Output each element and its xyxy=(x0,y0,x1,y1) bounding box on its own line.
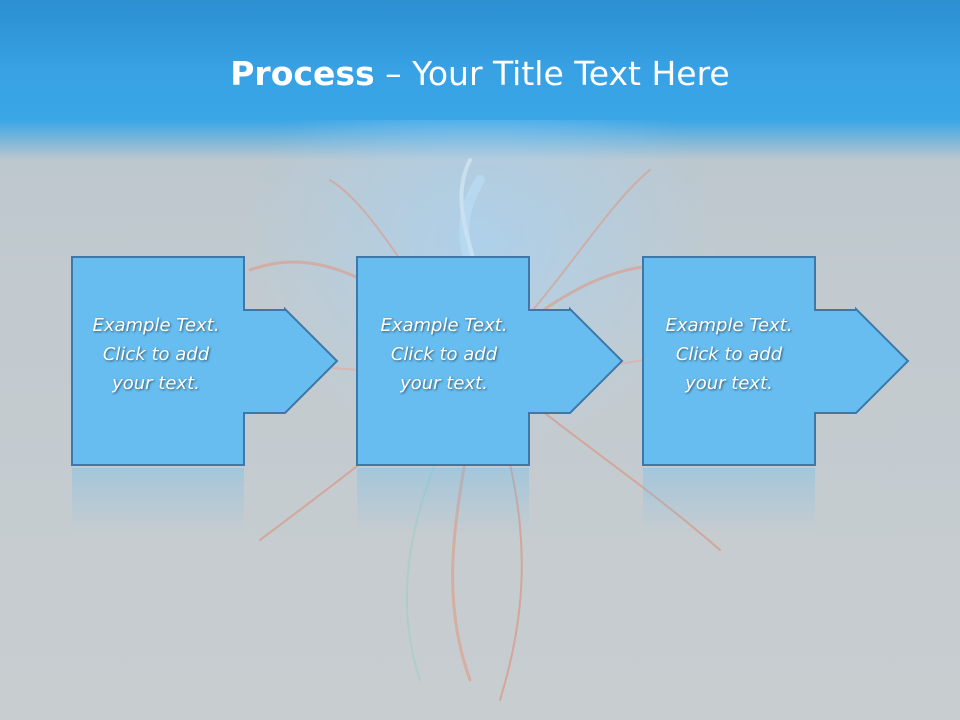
step-2-line-3: your text. xyxy=(400,373,488,394)
title-rest: – Your Title Text Here xyxy=(374,54,730,93)
step-2-line-1: Example Text. xyxy=(380,315,508,336)
process-step-2[interactable] xyxy=(356,256,624,532)
step-1-line-2: Click to add xyxy=(102,344,210,365)
step-2-line-2: Click to add xyxy=(390,344,498,365)
process-step-1[interactable] xyxy=(71,256,339,532)
step-3-line-2: Click to add xyxy=(675,344,783,365)
step-1-line-1: Example Text. xyxy=(92,315,220,336)
slide-title[interactable]: Process – Your Title Text Here xyxy=(0,52,960,96)
process-step-3[interactable] xyxy=(642,256,910,532)
step-1-line-3: your text. xyxy=(112,373,200,394)
step-3-line-1: Example Text. xyxy=(665,315,793,336)
step-1-text[interactable]: Example Text. Click to add your text. xyxy=(71,311,241,398)
title-bold: Process xyxy=(230,54,375,93)
step-3-line-3: your text. xyxy=(685,373,773,394)
step-3-text[interactable]: Example Text. Click to add your text. xyxy=(644,311,814,398)
step-2-text[interactable]: Example Text. Click to add your text. xyxy=(359,311,529,398)
